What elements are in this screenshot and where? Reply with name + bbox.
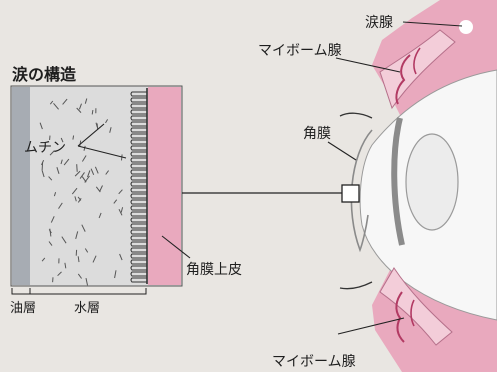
label-corneal-epithelium: 角膜上皮 [186,262,242,278]
magnified-area-box [342,185,359,202]
eyelash-bottom [340,282,372,289]
eyelash-top [340,113,372,118]
label-water-layer: 水層 [74,301,100,316]
label-cornea: 角膜 [303,126,331,142]
label-oil-layer: 油層 [10,301,36,316]
label-mucin: ムチン [24,140,66,156]
mucin-strand [73,136,74,140]
mucin-strand [92,110,93,114]
corneal-epithelium-layer [148,87,181,285]
oil-layer [12,87,30,285]
tear-film-panel [11,86,342,286]
mucin-strand [42,163,43,171]
pointer-cornea [328,142,356,160]
water-layer [30,87,130,285]
lens [406,134,458,230]
label-meibomian-top: マイボーム腺 [258,43,342,59]
oil-layer-bracket [12,288,30,294]
eye-cross-section [340,0,497,372]
tear-gland-marker [459,20,473,34]
mucin-strand [77,164,78,172]
water-layer-bracket [30,288,146,294]
label-meibomian-bottom: マイボーム腺 [272,354,356,370]
label-tear-gland: 涙腺 [365,14,393,31]
diagram-title: 涙の構造 [12,65,77,84]
layer-brackets [12,288,146,294]
